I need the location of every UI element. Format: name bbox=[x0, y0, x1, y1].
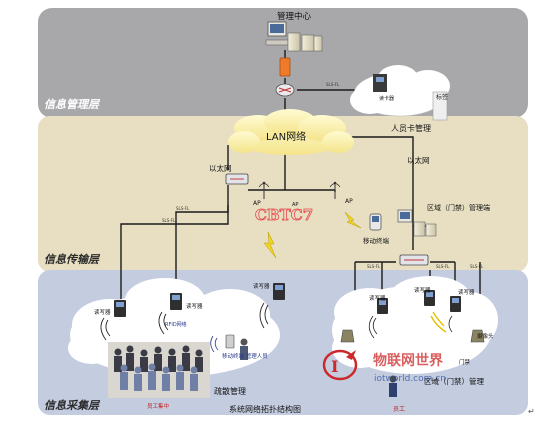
reader-device-icon bbox=[450, 296, 461, 312]
card-reader-device-icon bbox=[373, 74, 387, 92]
camera-label: 摄像头 bbox=[477, 332, 494, 340]
wireless-bolt-icon bbox=[263, 231, 277, 259]
staff-crowd-photo bbox=[108, 342, 210, 398]
reader-small-label: 读卡器 bbox=[379, 95, 394, 102]
ethernet-right-label: 以太网 bbox=[407, 155, 430, 165]
reader-device-icon bbox=[114, 300, 126, 317]
staff-label: 员工 bbox=[393, 406, 405, 413]
fiber-label: SLS-FL bbox=[367, 264, 381, 269]
layer-label-transmission: 信息传输层 bbox=[44, 253, 101, 266]
management-center-label: 管理中心 bbox=[277, 11, 312, 22]
rf-wave-icon bbox=[158, 311, 169, 335]
firewall-icon bbox=[279, 57, 291, 77]
fiber-label: SLS-FL bbox=[470, 264, 484, 269]
ethernet-left-label: 以太网 bbox=[209, 163, 232, 173]
mobile-terminal-icon bbox=[369, 213, 382, 231]
rf-wave-icon bbox=[368, 315, 378, 339]
watermark-url-text: iotworld.com.cn bbox=[374, 374, 446, 384]
ap-left-label: AP bbox=[253, 200, 261, 207]
reader-label: 读写器 bbox=[186, 302, 203, 310]
management-center-servers bbox=[287, 32, 323, 52]
management-center-computer bbox=[265, 21, 289, 46]
fiber-label: SLS-FL bbox=[162, 218, 176, 223]
reader-device-icon bbox=[273, 283, 285, 300]
layer-label-acquisition: 信息采集层 bbox=[44, 399, 101, 412]
rf-wave-icon bbox=[430, 311, 447, 333]
reader-device-icon bbox=[170, 293, 182, 310]
reader-device-icon bbox=[424, 290, 435, 306]
ap-left-icon bbox=[258, 181, 270, 199]
access-control-label: 门禁 bbox=[459, 358, 471, 366]
rf-wave-icon bbox=[100, 317, 111, 341]
svg-text:I: I bbox=[331, 357, 338, 376]
reader-label: 读写器 bbox=[458, 288, 475, 296]
ap-right-label: AP bbox=[345, 198, 353, 205]
return-mark: ↵ bbox=[528, 407, 535, 416]
transmission-layer-band bbox=[38, 116, 528, 272]
cbtc-stamp: CBTC7 bbox=[255, 206, 313, 224]
staff-person-icon bbox=[389, 375, 397, 397]
ap-center-label: AP bbox=[292, 202, 298, 208]
rf-wave-icon bbox=[259, 302, 269, 329]
fiber-label: SLS-FL bbox=[326, 82, 340, 87]
mobile-terminal-label: 移动终端 bbox=[363, 236, 390, 245]
zone-gate-mgmt-computer bbox=[397, 209, 437, 237]
wireless-bolt-icon bbox=[344, 211, 362, 229]
tag-card-icon bbox=[432, 91, 448, 121]
zone-gate-mgmt-label: 区域（门禁）管理端 bbox=[427, 203, 490, 212]
ethernet-switch-right-icon bbox=[399, 254, 429, 266]
evacuation-mgmt-label: 疏散管理 bbox=[214, 386, 246, 396]
zone-mgmt-label: 区域（门禁）管理 bbox=[424, 376, 484, 386]
diagram-caption: 系统网络拓扑结构图 bbox=[229, 404, 301, 414]
iotworld-watermark: I bbox=[322, 349, 358, 381]
watermark-cn-text: 物联网世界 bbox=[373, 352, 444, 369]
rf-wave-icon bbox=[448, 315, 453, 333]
fiber-label: SLS-FL bbox=[436, 264, 450, 269]
reader-label: 读写器 bbox=[414, 286, 431, 294]
rf-wave-icon bbox=[210, 335, 219, 353]
lan-cloud bbox=[228, 109, 354, 155]
lan-label: LAN网络 bbox=[266, 130, 306, 143]
staff-gathering-label: 员工集中 bbox=[147, 402, 169, 410]
handheld-terminal-icon bbox=[225, 334, 248, 360]
reader-device-icon bbox=[377, 298, 388, 314]
gate-turnstile-icon bbox=[340, 329, 355, 343]
router-icon bbox=[275, 83, 295, 97]
reader-label: 读写器 bbox=[253, 282, 270, 290]
mobile-terminal-manager-label: 移动终端 管理人员 bbox=[222, 352, 268, 360]
layer-label-management: 信息管理层 bbox=[44, 98, 101, 111]
ap-right-icon bbox=[329, 181, 341, 199]
reader-label: 读写器 bbox=[94, 308, 111, 316]
gate-turnstile-icon bbox=[470, 329, 485, 343]
personnel-card-mgmt-label: 人员卡管理 bbox=[391, 123, 431, 133]
ethernet-switch-left-icon bbox=[225, 173, 249, 185]
fiber-label: SLS-FL bbox=[176, 206, 190, 211]
tag-label: 标签 bbox=[436, 93, 448, 101]
reader-label: 读写器 bbox=[369, 294, 386, 302]
rfid-network-label: RFID网络 bbox=[165, 321, 187, 328]
